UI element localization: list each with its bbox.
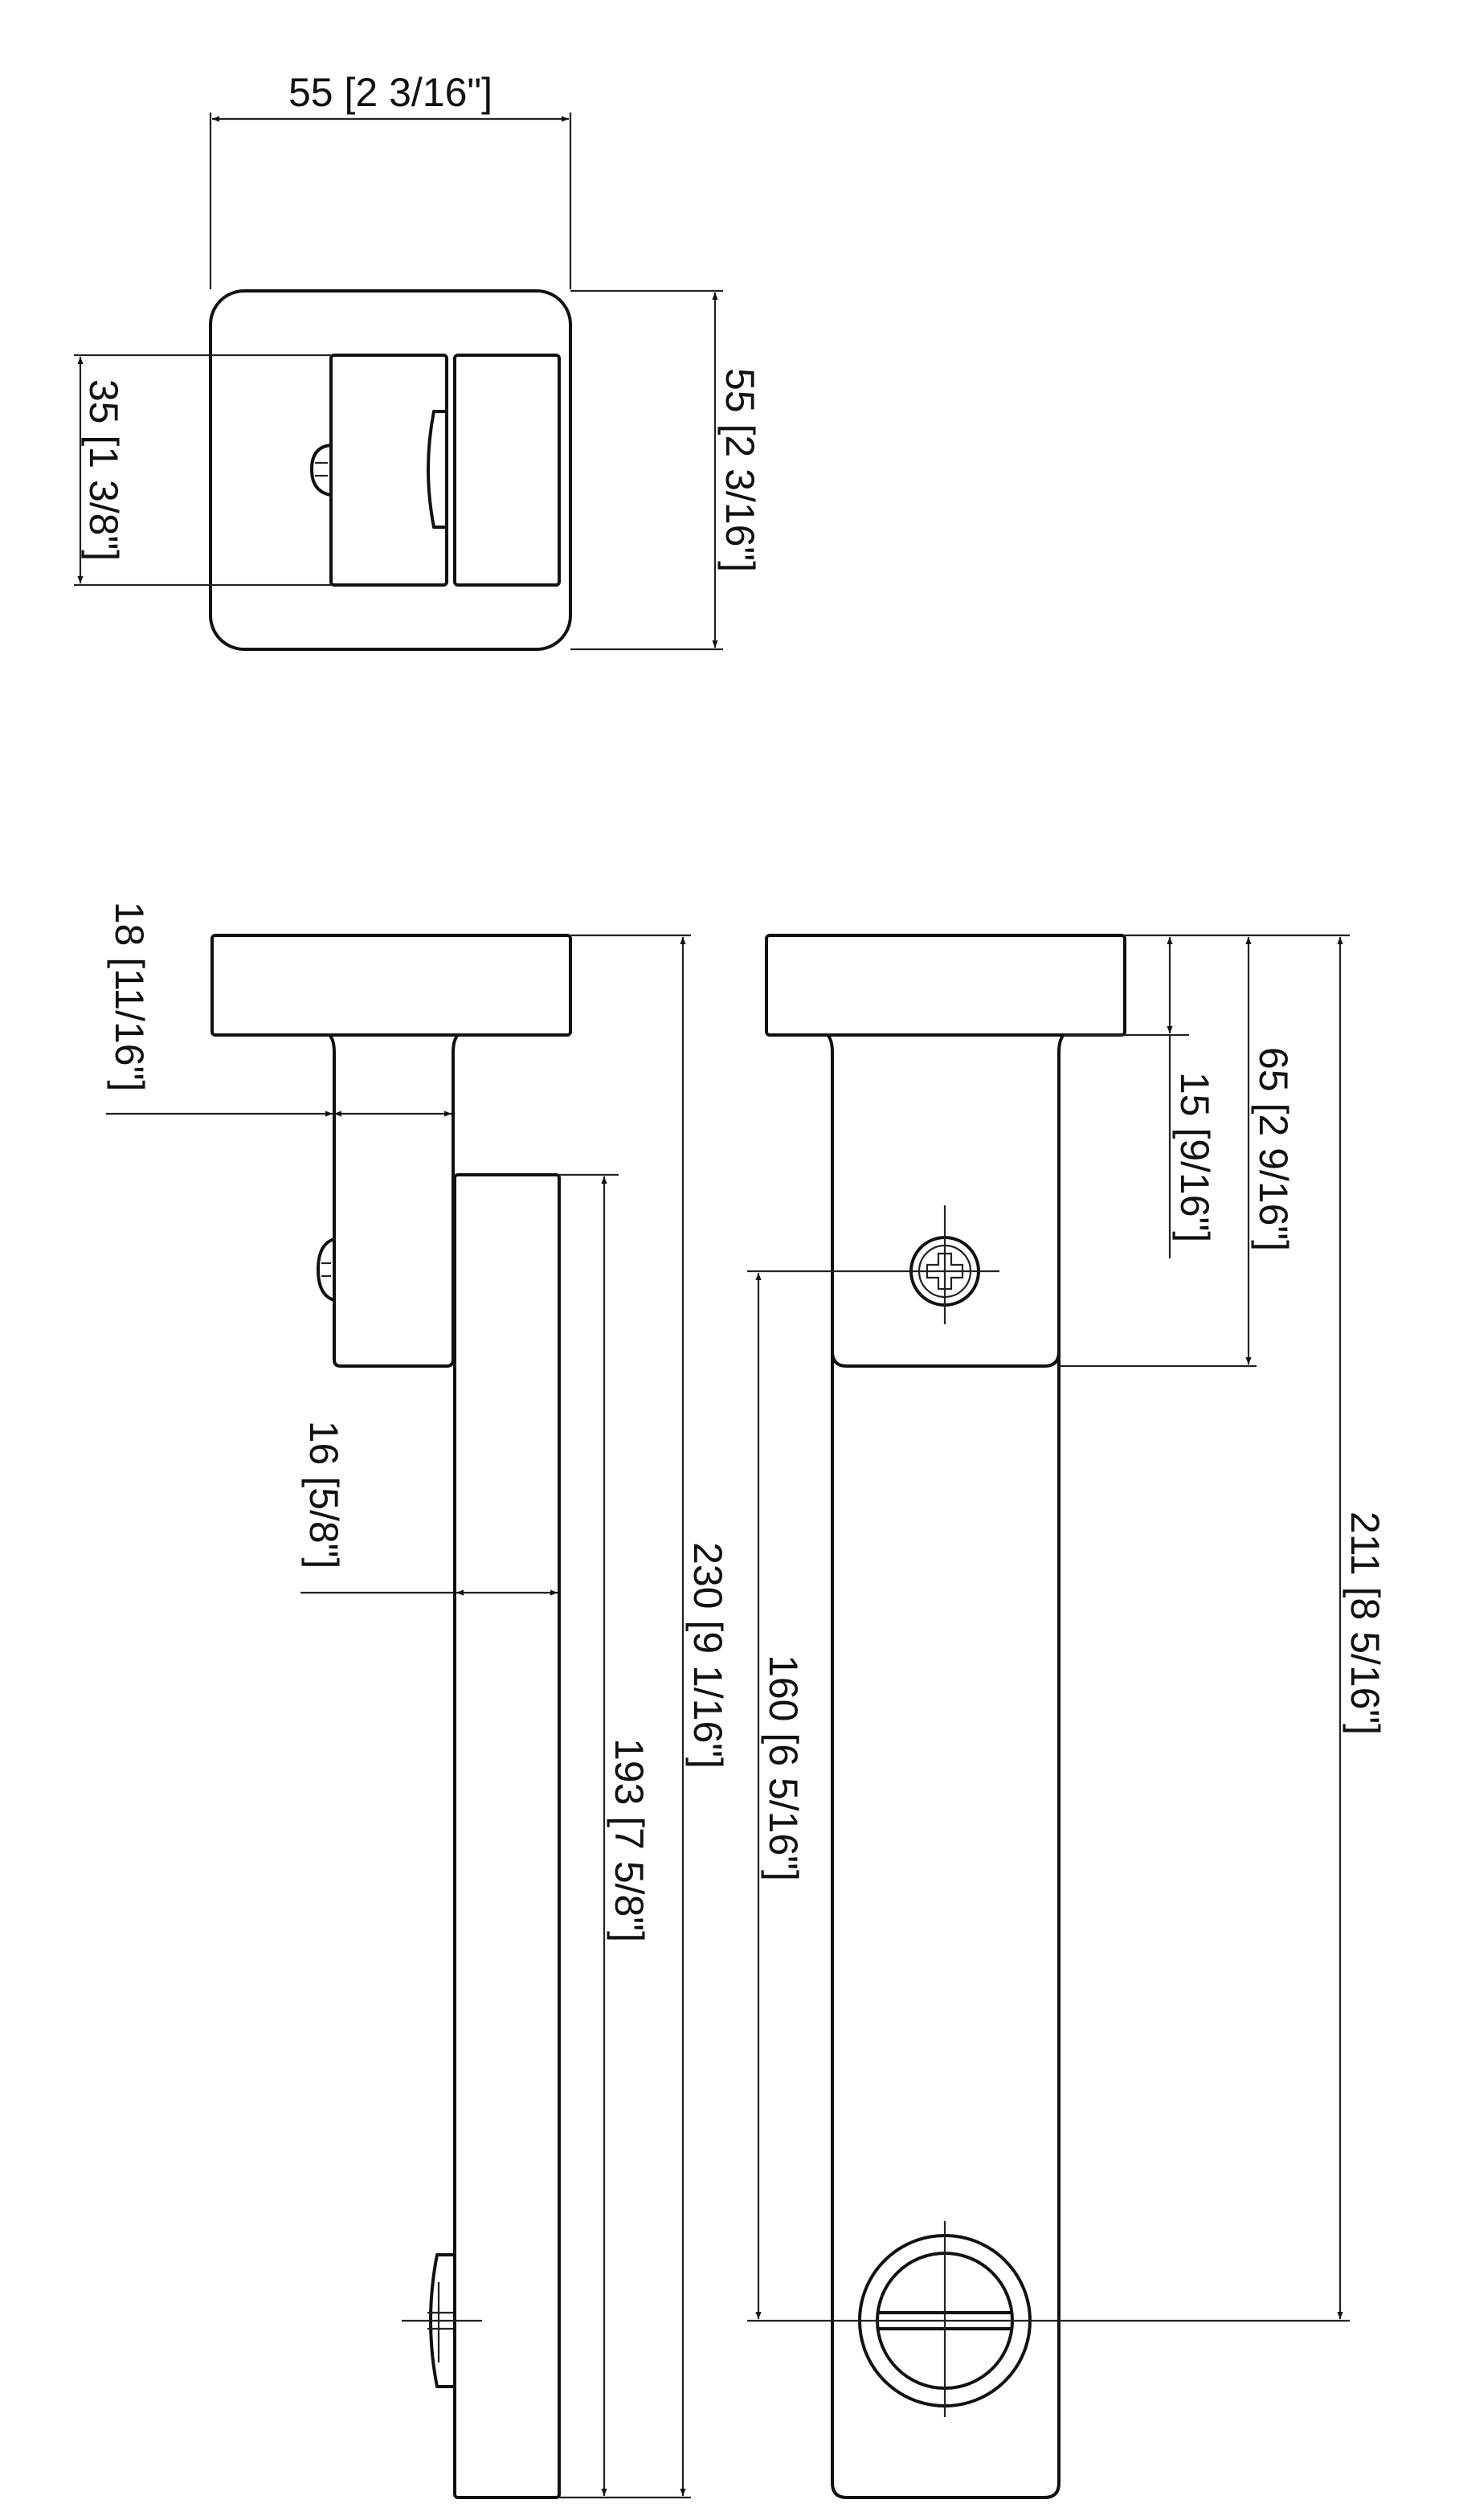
- side-bar-label: 16 [5/8"]: [301, 1421, 346, 1569]
- top-inner-label: 35 [1 3/8"]: [81, 379, 126, 561]
- side-bar-length-label: 193 [7 5/8"]: [607, 1738, 652, 1942]
- side-overall-label: 230 [9 1/16"]: [685, 1542, 730, 1769]
- front-view: 15 [9/16"] 65 [2 9/16"] 211 [8 5/16"] 16…: [747, 934, 1387, 2499]
- top-view-block-right: [453, 354, 561, 587]
- front-inner-label: 15 [9/16"]: [1172, 1072, 1217, 1242]
- top-view-plate: [209, 289, 572, 651]
- top-height-label: 55 [2 3/16"]: [717, 368, 762, 572]
- top-width-label: 55 [2 3/16"]: [288, 70, 492, 115]
- side-flange-label: 18 [11/16"]: [107, 902, 152, 1091]
- front-view-block: [826, 1033, 1065, 1368]
- phillips-screw-icon: [890, 1205, 999, 1324]
- top-view-cam: [427, 410, 447, 529]
- side-view-bar: [453, 1173, 561, 2499]
- top-view-block-left: [329, 354, 448, 587]
- front-screw-spacing-label: 160 [6 5/16"]: [761, 1655, 806, 1881]
- side-view-set-screw: [317, 1238, 335, 1302]
- front-overall-label: 211 [8 5/16"]: [1343, 1512, 1387, 1735]
- front-view-flange: [765, 934, 1126, 1037]
- top-view: 55 [2 3/16"] 55 [2 3/16"] 35 [1 3/8"]: [74, 70, 762, 651]
- side-view: 230 [9 1/16"] 193 [7 5/8"] 18 [11/16"] 1…: [106, 902, 730, 2499]
- slotted-screw-icon: [848, 2221, 1057, 2417]
- side-view-flange: [210, 934, 572, 1037]
- side-view-neck: [328, 1033, 460, 1368]
- front-view-bar: [831, 1352, 1061, 2499]
- top-view-screw-head: [310, 444, 332, 497]
- front-block-label: 65 [2 9/16"]: [1251, 1047, 1296, 1251]
